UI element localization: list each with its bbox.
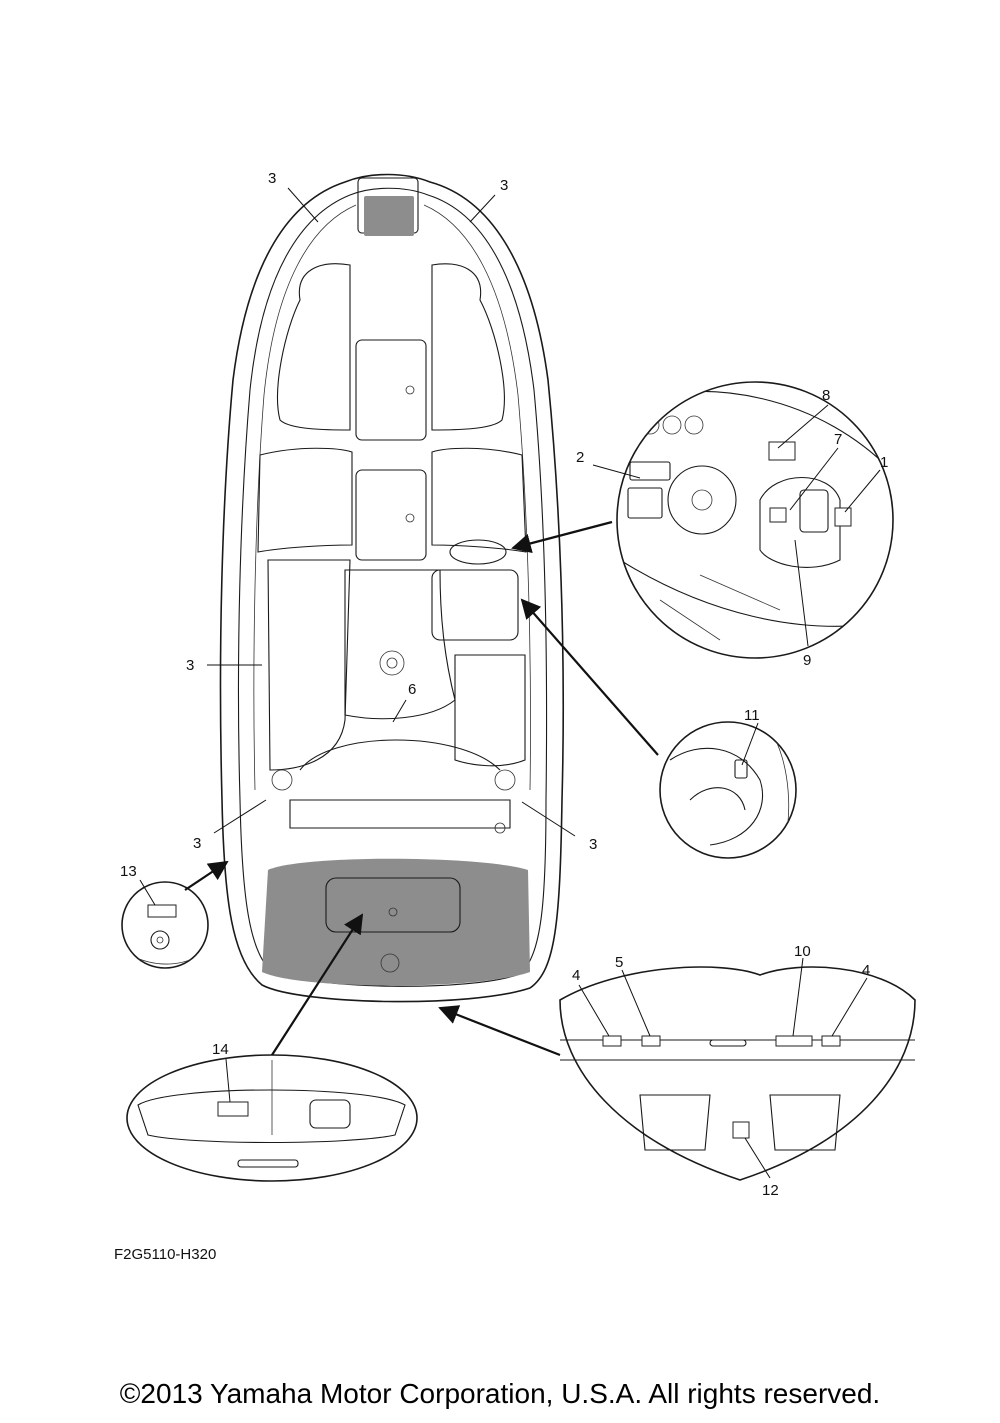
callout-1: 1	[880, 454, 888, 471]
dash-detail-view	[616, 381, 894, 659]
detail-view-13	[121, 881, 209, 969]
callout-4: 4	[862, 962, 870, 979]
callout-7: 7	[834, 431, 842, 448]
boat-hull	[219, 173, 565, 1003]
copyright-notice: ©2013 Yamaha Motor Corporation, U.S.A. A…	[119, 1378, 881, 1409]
callout-6: 6	[408, 681, 416, 698]
callout-4: 4	[572, 967, 580, 984]
callout-numbers: 3 3 3 3 3 6 2 8 7 1 9 11 13 14 4 5 10 4 …	[120, 170, 888, 1199]
stern-detail-view	[559, 966, 916, 1181]
callout-5: 5	[615, 954, 623, 971]
callout-13: 13	[120, 863, 137, 880]
callout-10: 10	[794, 943, 811, 960]
callout-3: 3	[500, 177, 508, 194]
callout-3: 3	[193, 835, 201, 852]
callout-14: 14	[212, 1041, 229, 1058]
detail-view-14	[126, 1054, 418, 1182]
leader-lines	[139, 187, 881, 1179]
callout-11: 11	[744, 707, 760, 724]
callout-8: 8	[822, 387, 830, 404]
callout-3: 3	[589, 836, 597, 853]
callout-3: 3	[268, 170, 276, 187]
part-code: F2G5110-H320	[114, 1246, 217, 1263]
detail-view-11	[659, 721, 797, 859]
callout-12: 12	[762, 1182, 779, 1199]
callout-3: 3	[186, 657, 194, 674]
callout-2: 2	[576, 449, 584, 466]
arrows	[184, 520, 659, 1057]
callout-9: 9	[803, 652, 811, 669]
